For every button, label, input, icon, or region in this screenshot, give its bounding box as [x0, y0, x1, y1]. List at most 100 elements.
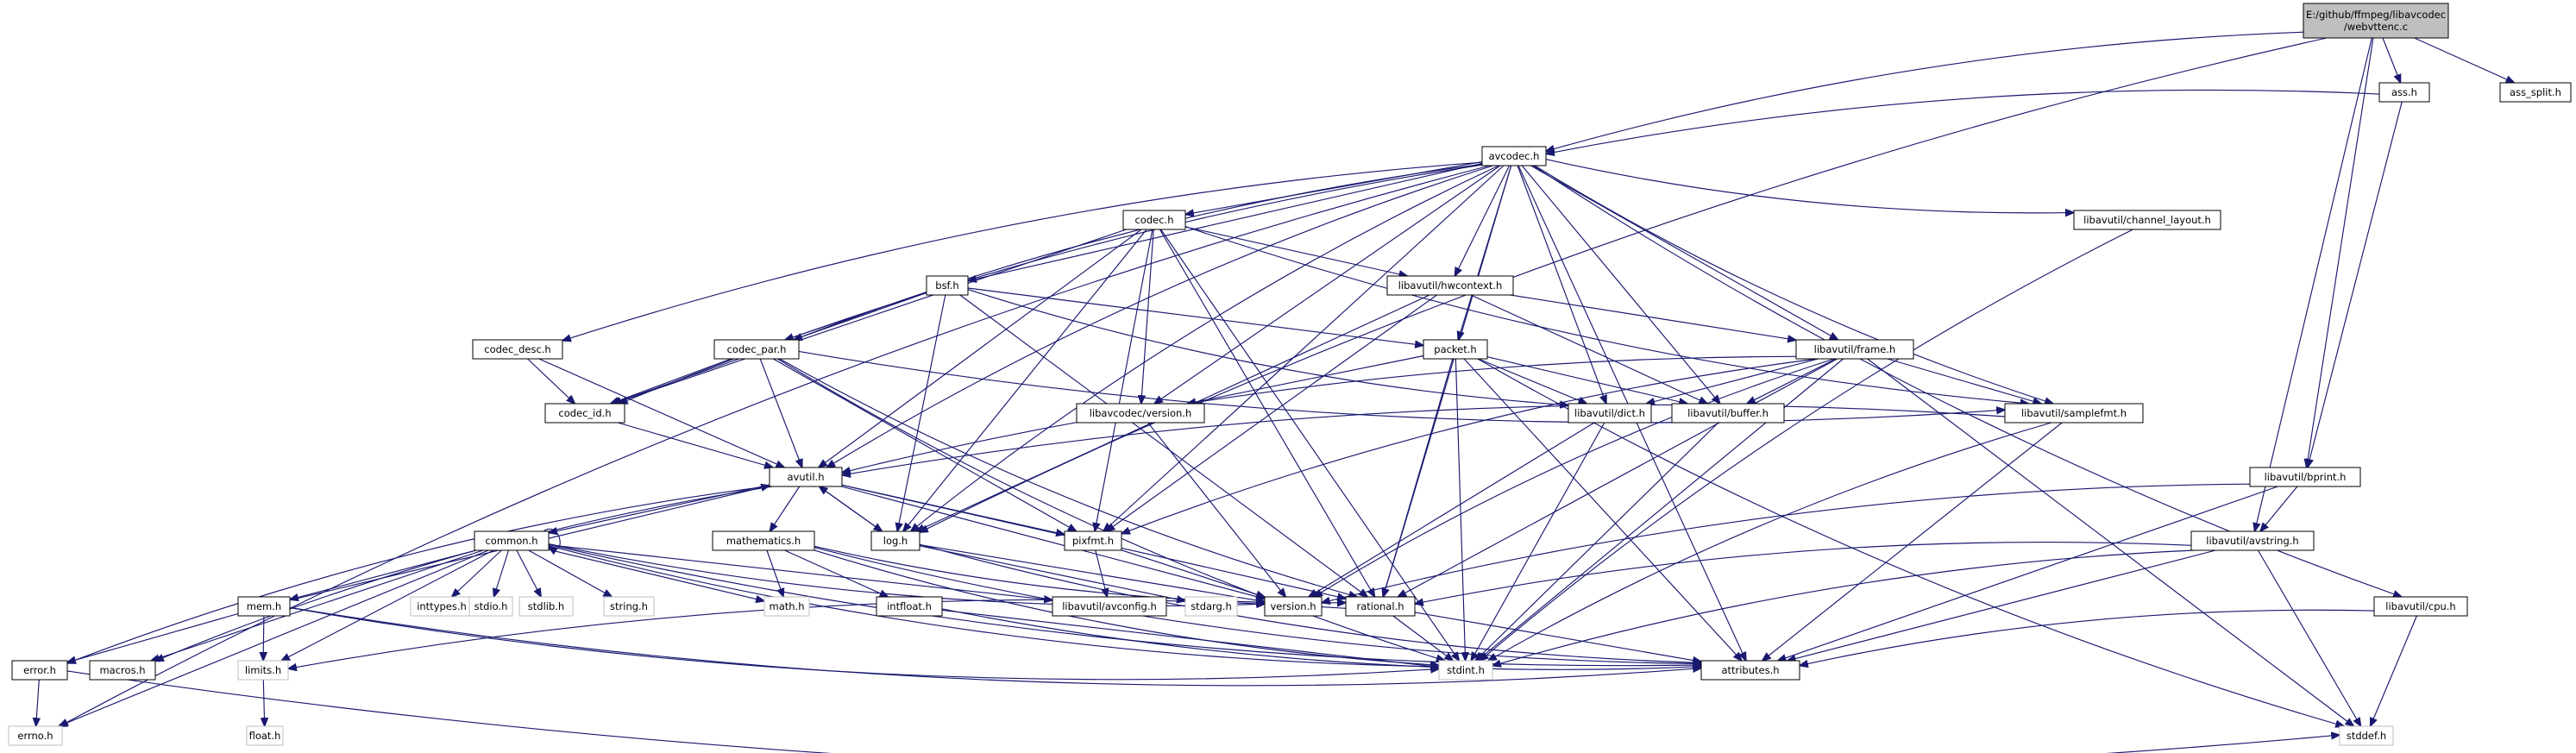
- node-hwcontext[interactable]: libavutil/hwcontext.h: [1386, 275, 1514, 296]
- node-packet[interactable]: packet.h: [1423, 339, 1488, 360]
- edge-codec-to-log: [903, 229, 1147, 531]
- edge-common-to-avconfig: [548, 544, 1052, 600]
- edge-root-to-bprint: [2307, 37, 2374, 467]
- edge-log-to-stdarg: [919, 545, 1185, 601]
- edge-frame-to-dict: [1646, 358, 1819, 404]
- edge-hwcontext-to-frame: [1510, 294, 1796, 340]
- node-frame[interactable]: libavutil/frame.h: [1795, 339, 1914, 360]
- node-samplefmt[interactable]: libavutil/samplefmt.h: [2004, 403, 2144, 424]
- node-common[interactable]: common.h: [474, 530, 550, 551]
- edge-avstring-to-attributes: [1787, 549, 2216, 661]
- node-version-box: [1264, 596, 1323, 617]
- edge-common-to-mem: [290, 549, 476, 599]
- node-avc_version-box: [1076, 403, 1205, 424]
- node-limits: limits.h: [237, 660, 289, 681]
- node-error[interactable]: error.h: [11, 660, 68, 681]
- edge-codec-to-rational: [1159, 229, 1374, 597]
- node-cpu[interactable]: libavutil/cpu.h: [2373, 596, 2468, 617]
- node-codec_id[interactable]: codec_id.h: [544, 403, 625, 424]
- node-limits-label-0: limits.h: [245, 664, 281, 676]
- edge-avc_version-to-version: [1147, 422, 1286, 597]
- node-avcodec-box: [1481, 146, 1547, 166]
- edge-codec-to-codec_id: [613, 229, 1127, 404]
- node-stdarg: stdarg.h: [1184, 596, 1238, 617]
- edge-codec_id-to-avutil: [617, 422, 773, 467]
- node-ass_split-box: [2499, 82, 2572, 103]
- node-log[interactable]: log.h: [870, 530, 920, 551]
- node-intfloat-box: [876, 596, 943, 617]
- node-dict-box: [1568, 403, 1652, 424]
- node-bprint[interactable]: libavutil/bprint.h: [2249, 467, 2361, 487]
- edge-avcodec-to-samplefmt: [1534, 165, 2053, 404]
- edge-avcodec-to-channel_layout: [1545, 159, 2074, 213]
- edge-avutil-to-common: [549, 484, 770, 533]
- edge-codec_par-to-stdint: [777, 358, 1444, 661]
- node-codec_desc[interactable]: codec_desc.h: [472, 339, 563, 360]
- node-avc_version[interactable]: libavcodec/version.h: [1076, 403, 1205, 424]
- edge-bprint-to-attributes: [1778, 486, 2278, 661]
- node-root[interactable]: E:/github/ffmpeg/libavcodec/webvttenc.c: [2303, 3, 2449, 39]
- node-codec[interactable]: codec.h: [1122, 210, 1186, 230]
- edge-codec_desc-to-avutil: [538, 358, 784, 467]
- node-errno-box: [8, 725, 63, 746]
- edge-hwcontext-to-pixfmt: [1106, 294, 1437, 531]
- node-avconfig-box: [1052, 596, 1167, 617]
- node-buffer-label-0: libavutil/buffer.h: [1687, 407, 1769, 419]
- edge-common-to-limits: [281, 549, 494, 661]
- node-version[interactable]: version.h: [1264, 596, 1323, 617]
- node-frame-label-0: libavutil/frame.h: [1814, 343, 1896, 355]
- node-dict[interactable]: libavutil/dict.h: [1568, 403, 1652, 424]
- edge-log-to-avutil: [820, 486, 883, 532]
- node-error-box: [11, 660, 68, 681]
- edge-bsf-to-log: [897, 294, 946, 531]
- node-avstring[interactable]: libavutil/avstring.h: [2190, 530, 2315, 551]
- node-intfloat[interactable]: intfloat.h: [876, 596, 943, 617]
- edge-root-to-avstring: [2255, 37, 2372, 531]
- node-version-label-0: version.h: [1270, 600, 1316, 612]
- node-ass-box: [2378, 82, 2430, 103]
- node-avcodec-label-0: avcodec.h: [1489, 150, 1540, 162]
- edge-common-to-inttypes: [452, 549, 502, 597]
- edge-frame-to-avutil: [842, 355, 1797, 473]
- node-rational[interactable]: rational.h: [1345, 596, 1416, 617]
- edge-common-to-math: [548, 549, 764, 601]
- node-codec_par[interactable]: codec_par.h: [713, 339, 800, 360]
- edge-frame-to-samplefmt: [1887, 358, 2041, 404]
- edge-codec_par-to-rational: [779, 358, 1358, 597]
- edge-packet-to-attributes: [1463, 358, 1742, 661]
- node-packet-box: [1423, 339, 1488, 360]
- edge-frame-to-buffer: [1747, 358, 1837, 404]
- edge-avcodec-to-avutil: [826, 165, 1493, 467]
- node-mem[interactable]: mem.h: [237, 596, 291, 617]
- node-channel_layout[interactable]: libavutil/channel_layout.h: [2073, 210, 2221, 230]
- node-pixfmt[interactable]: pixfmt.h: [1064, 530, 1122, 551]
- node-stdio-label-0: stdio.h: [474, 600, 508, 612]
- node-mathematics[interactable]: mathematics.h: [712, 530, 815, 551]
- edge-bprint-to-avstring: [2260, 486, 2298, 531]
- node-ass[interactable]: ass.h: [2378, 82, 2430, 103]
- edge-pixfmt-to-version: [1121, 549, 1265, 597]
- edge-mathematics-to-stdint: [814, 549, 1439, 665]
- node-avutil[interactable]: avutil.h: [769, 467, 843, 487]
- edge-avcodec-to-bsf: [968, 162, 1483, 280]
- node-macros[interactable]: macros.h: [89, 660, 156, 681]
- edge-codec_par-to-samplefmt: [798, 350, 2005, 424]
- node-bsf[interactable]: bsf.h: [926, 275, 969, 296]
- edge-packet-to-rational: [1383, 358, 1454, 597]
- node-codec-box: [1122, 210, 1186, 230]
- edge-packet-to-avc_version: [1187, 355, 1424, 405]
- node-inttypes: inttypes.h: [410, 596, 474, 617]
- node-string: string.h: [603, 596, 655, 617]
- node-pixfmt-label-0: pixfmt.h: [1072, 535, 1114, 547]
- node-hwcontext-label-0: libavutil/hwcontext.h: [1398, 279, 1503, 292]
- node-avconfig-label-0: libavutil/avconfig.h: [1062, 600, 1157, 612]
- node-ass_split[interactable]: ass_split.h: [2499, 82, 2572, 103]
- node-packet-label-0: packet.h: [1434, 343, 1476, 355]
- edge-common-to-errno: [59, 549, 489, 726]
- edge-avutil-to-mathematics: [770, 486, 801, 531]
- node-avconfig[interactable]: libavutil/avconfig.h: [1052, 596, 1167, 617]
- node-buffer[interactable]: libavutil/buffer.h: [1671, 403, 1785, 424]
- node-attributes[interactable]: attributes.h: [1700, 660, 1800, 681]
- node-avcodec[interactable]: avcodec.h: [1481, 146, 1547, 166]
- edge-codec-to-hwcontext: [1184, 226, 1407, 276]
